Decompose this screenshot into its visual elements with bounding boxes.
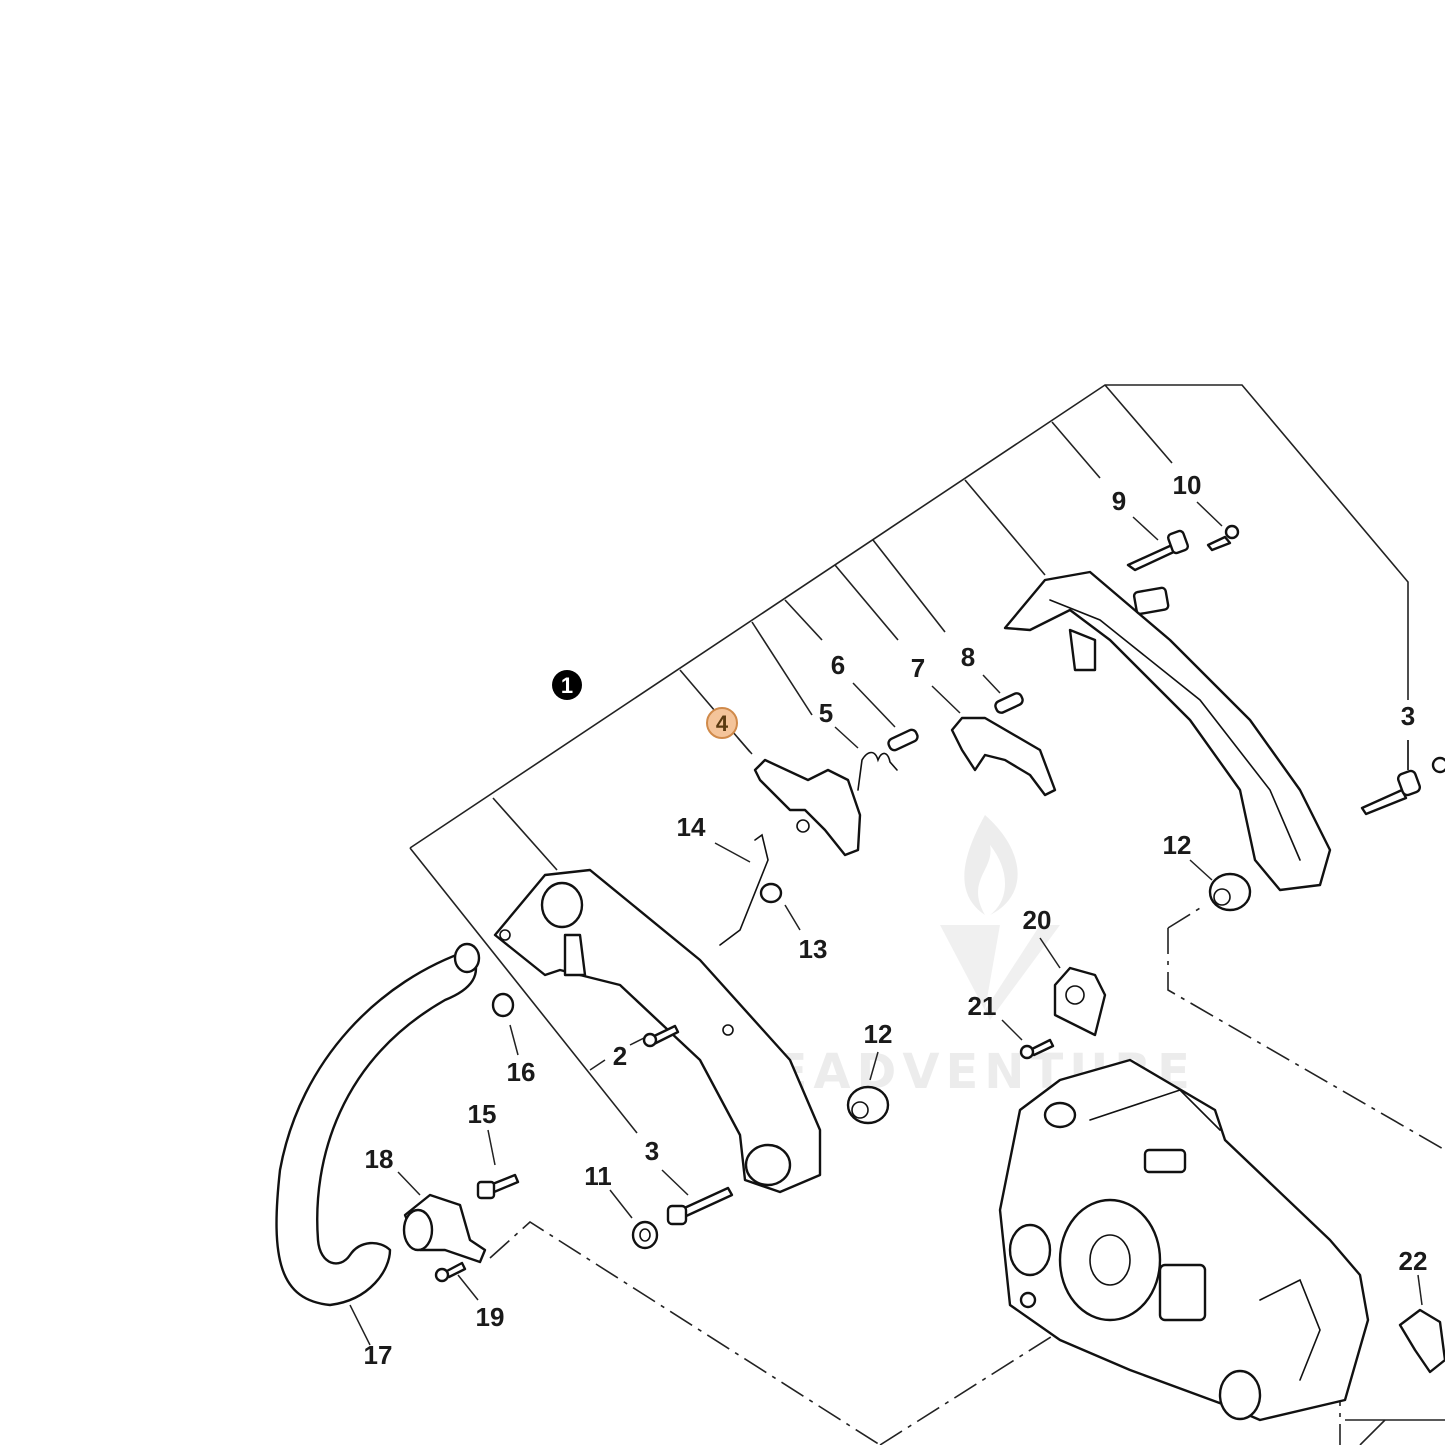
callout-4-badge bbox=[706, 707, 738, 739]
callout-9[interactable]: 9 bbox=[1112, 486, 1126, 516]
washer-11 bbox=[631, 1220, 659, 1250]
v-logo-icon bbox=[940, 925, 1060, 1020]
callout-15[interactable]: 15 bbox=[468, 1099, 497, 1129]
grommet-12-centre bbox=[846, 1085, 890, 1125]
screw-3-left bbox=[678, 1186, 734, 1219]
callout-22[interactable]: 22 bbox=[1399, 1246, 1428, 1276]
assembly-frame bbox=[409, 384, 1445, 1445]
callout-12-centre[interactable]: 12 bbox=[864, 1019, 893, 1049]
callout-8[interactable]: 8 bbox=[961, 642, 975, 672]
callout-1-badge bbox=[552, 670, 582, 700]
leader-lines bbox=[349, 501, 1423, 1346]
callout-1[interactable]: 1 bbox=[552, 670, 582, 700]
mount-20 bbox=[1053, 966, 1107, 1037]
callout-3-right[interactable]: 3 bbox=[1401, 701, 1415, 731]
callout-7[interactable]: 7 bbox=[911, 653, 925, 683]
callout-4-label: 4 bbox=[716, 711, 729, 736]
callout-17[interactable]: 17 bbox=[364, 1340, 393, 1370]
screw-3-right bbox=[1360, 788, 1408, 816]
pin-6 bbox=[887, 728, 919, 752]
throttle-wire bbox=[719, 833, 769, 946]
lockout-lever bbox=[950, 716, 1057, 797]
screw-9 bbox=[1126, 543, 1180, 572]
parts bbox=[275, 524, 1445, 1422]
front-handle-tube bbox=[275, 948, 477, 1307]
callout-21[interactable]: 21 bbox=[968, 991, 997, 1021]
nut-16 bbox=[491, 992, 515, 1018]
spring bbox=[857, 751, 898, 791]
pin-8 bbox=[994, 692, 1024, 714]
callout-1-label: 1 bbox=[561, 673, 573, 698]
callout-10[interactable]: 10 bbox=[1173, 470, 1202, 500]
flame-logo-icon bbox=[964, 815, 1018, 915]
bracket-22 bbox=[1398, 1308, 1445, 1374]
callout-13[interactable]: 13 bbox=[799, 934, 828, 964]
callout-19[interactable]: 19 bbox=[476, 1302, 505, 1332]
throttle-lever bbox=[753, 758, 862, 857]
rear-handle-right bbox=[1003, 570, 1332, 892]
callout-18[interactable]: 18 bbox=[365, 1144, 394, 1174]
callout-5[interactable]: 5 bbox=[819, 698, 833, 728]
callout-16[interactable]: 16 bbox=[507, 1057, 536, 1087]
callout-2[interactable]: 2 bbox=[613, 1041, 627, 1071]
callout-4[interactable]: 4 bbox=[706, 707, 738, 739]
callout-14[interactable]: 14 bbox=[677, 812, 706, 842]
callout-6[interactable]: 6 bbox=[831, 650, 845, 680]
engine-housing bbox=[998, 1058, 1370, 1422]
screw-10 bbox=[1206, 535, 1232, 552]
callout-12-right[interactable]: 12 bbox=[1163, 830, 1192, 860]
callout-11[interactable]: 11 bbox=[584, 1161, 612, 1191]
callout-20[interactable]: 20 bbox=[1023, 905, 1052, 935]
callouts: 1 4 2 3 3 5 6 7 8 9 10 11 12 12 13 14 15… bbox=[364, 470, 1428, 1370]
callout-3-left[interactable]: 3 bbox=[645, 1136, 659, 1166]
grommet-12-right bbox=[1208, 872, 1252, 912]
grommet-13 bbox=[759, 882, 783, 904]
